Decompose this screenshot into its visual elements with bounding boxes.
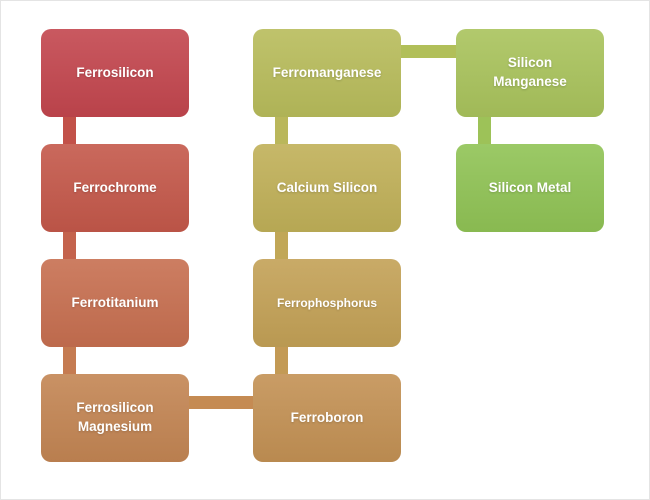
connector-calcium-silicon-to-ferrophosphorus: [275, 232, 288, 259]
node-calcium-silicon: Calcium Silicon: [253, 144, 401, 232]
connector-silicon-manganese-to-silicon-metal: [478, 117, 491, 144]
connector-ferromanganese-to-silicon-manganese: [401, 45, 456, 58]
node-silicon-metal: Silicon Metal: [456, 144, 604, 232]
node-ferrophosphorus: Ferrophosphorus: [253, 259, 401, 347]
connector-ferrosilicon-magnesium-to-ferroboron: [189, 396, 253, 409]
node-ferromanganese: Ferromanganese: [253, 29, 401, 117]
connector-ferrochrome-to-ferrotitanium: [63, 232, 76, 259]
node-ferroboron: Ferroboron: [253, 374, 401, 462]
node-ferrochrome: Ferrochrome: [41, 144, 189, 232]
connector-ferrophosphorus-to-ferroboron: [275, 347, 288, 374]
connector-ferromanganese-to-calcium-silicon: [275, 117, 288, 144]
node-silicon-manganese: Silicon Manganese: [456, 29, 604, 117]
node-ferrosilicon: Ferrosilicon: [41, 29, 189, 117]
node-ferrosilicon-magnesium: Ferrosilicon Magnesium: [41, 374, 189, 462]
connector-ferrotitanium-to-ferrosilicon-magnesium: [63, 347, 76, 374]
node-ferrotitanium: Ferrotitanium: [41, 259, 189, 347]
connector-ferrosilicon-to-ferrochrome: [63, 117, 76, 144]
